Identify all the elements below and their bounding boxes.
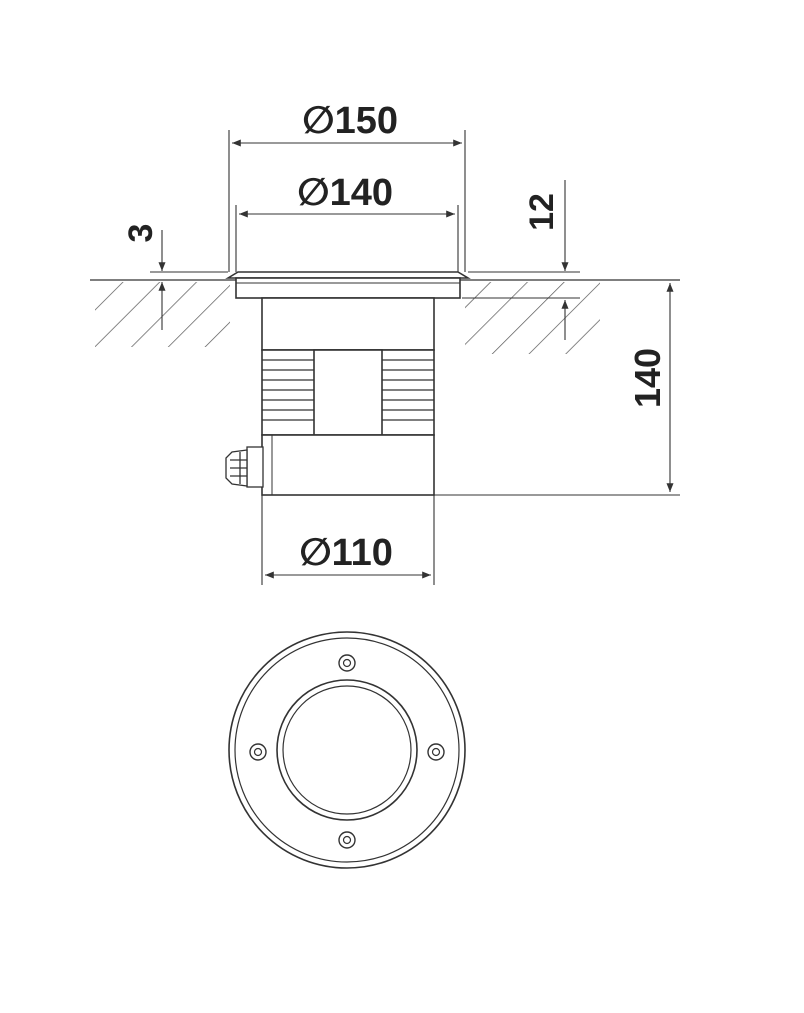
dim-label-140-depth: 140 bbox=[627, 348, 668, 408]
flange-collar bbox=[235, 277, 461, 299]
dim-value: 150 bbox=[335, 100, 398, 142]
dim-value: 140 bbox=[330, 172, 393, 214]
lens-inner bbox=[282, 685, 412, 815]
dim-label-140-top: ∅140 bbox=[297, 172, 393, 214]
cooling-fins bbox=[262, 359, 434, 421]
screw-right bbox=[427, 743, 445, 761]
diameter-symbol: ∅ bbox=[299, 532, 332, 574]
soil-hatch-right bbox=[465, 282, 600, 354]
neck bbox=[261, 297, 435, 351]
dimension-lines bbox=[150, 130, 680, 585]
dim-label-12: 12 bbox=[523, 193, 561, 231]
outer-ring bbox=[228, 631, 466, 869]
diameter-symbol: ∅ bbox=[297, 172, 330, 214]
dim-value: 110 bbox=[332, 532, 393, 574]
screw-bottom bbox=[338, 831, 356, 849]
lower-body bbox=[261, 434, 435, 496]
diameter-symbol: ∅ bbox=[302, 100, 335, 142]
screw-left bbox=[249, 743, 267, 761]
flange bbox=[225, 271, 471, 279]
dim-label-110: ∅110 bbox=[299, 532, 393, 574]
dim-label-150: ∅150 bbox=[302, 100, 398, 142]
top-view bbox=[228, 631, 466, 869]
dim-label-3: 3 bbox=[122, 224, 160, 243]
side-view bbox=[90, 271, 680, 496]
lens-outer bbox=[276, 679, 418, 821]
screw-top bbox=[338, 654, 356, 672]
outer-ring-inner-edge bbox=[234, 637, 460, 863]
fin-center-core bbox=[313, 349, 383, 436]
cable-gland bbox=[225, 446, 264, 488]
